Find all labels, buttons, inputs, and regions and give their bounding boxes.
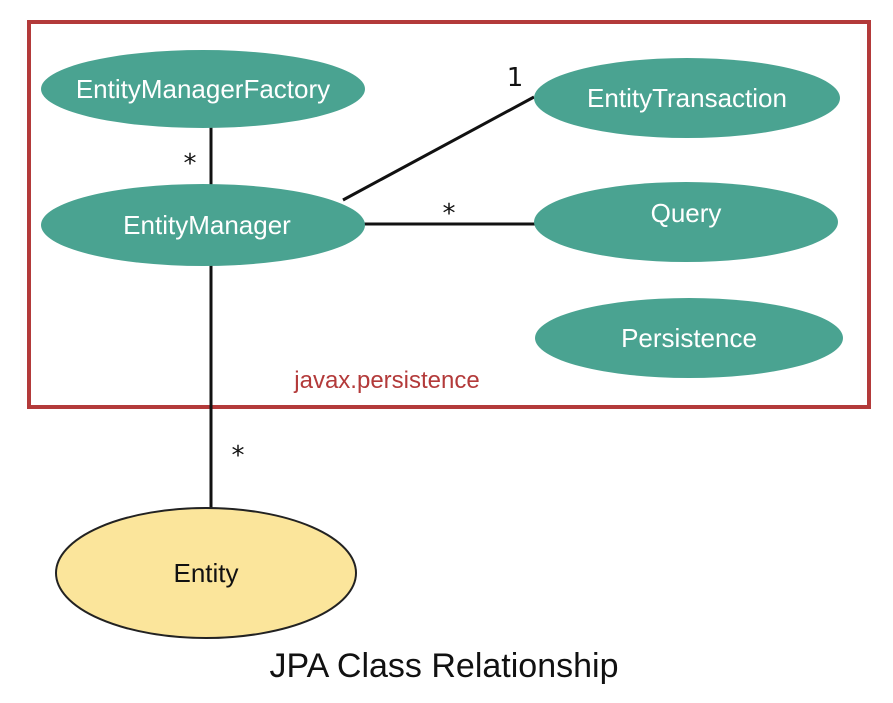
entity-manager-factory-node: EntityManagerFactory [41,50,365,128]
entity-node: Entity [55,507,357,639]
entity-manager-node: EntityManager [41,184,365,266]
multiplicity-manager-entity: * [232,441,245,471]
persistence-node: Persistence [535,298,843,378]
multiplicity-factory-manager: * [184,149,197,179]
query-label: Query [651,198,722,228]
multiplicity-manager-transaction: 1 [507,63,524,93]
manager-transaction-connector [342,95,535,202]
package-boundary [27,20,871,409]
entity-transaction-node: EntityTransaction [534,58,840,138]
query-node: Query [534,182,838,262]
entity-manager-factory-label: EntityManagerFactory [76,74,330,104]
persistence-label: Persistence [621,323,757,353]
multiplicity-manager-query: * [443,199,456,229]
diagram-caption: JPA Class Relationship [270,647,619,685]
package-label: javax.persistence [293,367,479,394]
entity-manager-label: EntityManager [123,210,291,240]
entity-transaction-label: EntityTransaction [587,83,787,113]
entity-label: Entity [173,558,238,588]
